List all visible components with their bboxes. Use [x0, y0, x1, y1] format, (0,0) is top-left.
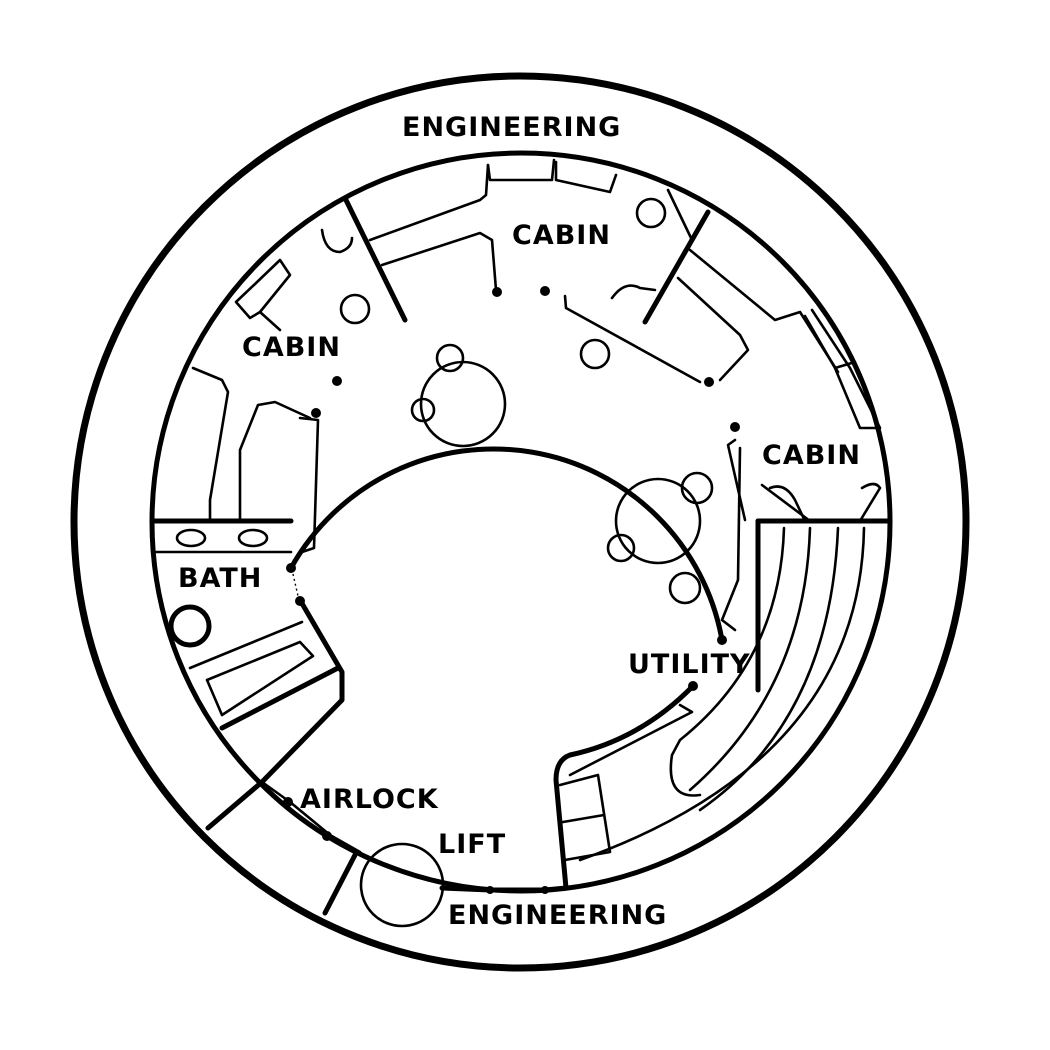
- bath-shower-frame: [188, 620, 304, 670]
- label-utility: UTILITY: [628, 649, 751, 680]
- top-cabin-bunk-outer: [368, 163, 490, 242]
- airlock-wall: [260, 780, 362, 854]
- right-cabin-chair-a: [768, 485, 807, 523]
- top-cabin-bunk-inner: [380, 231, 498, 292]
- bath-toilet: [168, 604, 212, 648]
- label-bath: BATH: [178, 563, 262, 594]
- bath-door-opening: [292, 573, 299, 597]
- top-cabin-stool: [635, 197, 667, 229]
- left-cabin-locker: [234, 258, 292, 320]
- bath-tub: [205, 640, 315, 717]
- right-cabin-chair-b: [858, 482, 882, 523]
- left-cabin-locker-split: [258, 310, 282, 332]
- utility-shelving: [568, 446, 866, 862]
- left-cabin-stool: [339, 293, 371, 325]
- core-wall-lower-left: [259, 597, 345, 785]
- top-cabin-chair: [610, 284, 657, 300]
- label-cabin-right: CABIN: [762, 440, 861, 471]
- right-cabin-diag: [760, 483, 812, 523]
- utility-storage-bins: [558, 773, 612, 862]
- left-cabin-desk: [298, 416, 320, 554]
- left-cabin-chair: [320, 228, 354, 254]
- right-cabin-locker-split: [833, 360, 857, 370]
- bath-sink-right: [237, 528, 269, 548]
- top-cabin-shelf-a: [486, 158, 556, 182]
- core-stool-lower: [668, 571, 702, 605]
- left-cabin-bunk-outer: [191, 366, 230, 523]
- label-lift: LIFT: [438, 829, 506, 860]
- bath-sink-left: [175, 528, 207, 548]
- label-cabin-left: CABIN: [242, 332, 341, 363]
- top-cabin-shelf-b: [554, 160, 618, 194]
- utility-wall: [553, 683, 696, 891]
- label-cabin-top: CABIN: [512, 220, 611, 251]
- table-right: [606, 471, 714, 565]
- top-cabin-diag: [666, 188, 694, 242]
- lift-shaft: [359, 842, 445, 928]
- divider-top-right-cabin: [642, 209, 711, 325]
- divider-airlock-outer: [205, 779, 265, 831]
- outer-hull-ring: [70, 72, 970, 972]
- right-cabin-bunk-inner: [676, 276, 750, 382]
- label-engineering-bottom: ENGINEERING: [448, 900, 667, 931]
- divider-left-top-cabin: [342, 195, 408, 323]
- door-markers: [283, 286, 740, 894]
- bottom-core-wall: [439, 885, 569, 893]
- label-engineering-top: ENGINEERING: [402, 112, 621, 143]
- core-stool-top: [579, 338, 611, 370]
- core-wall-upper: [288, 446, 725, 643]
- divider-lift-outer: [322, 852, 358, 916]
- left-cabin-bunk-inner: [238, 400, 312, 523]
- right-cabin-desk: [726, 438, 747, 522]
- label-airlock: AIRLOCK: [300, 784, 439, 815]
- top-cabin-desk: [563, 294, 702, 384]
- table-left: [410, 343, 507, 448]
- right-cabin-locker: [803, 308, 882, 430]
- bath-lower-wall: [219, 665, 341, 731]
